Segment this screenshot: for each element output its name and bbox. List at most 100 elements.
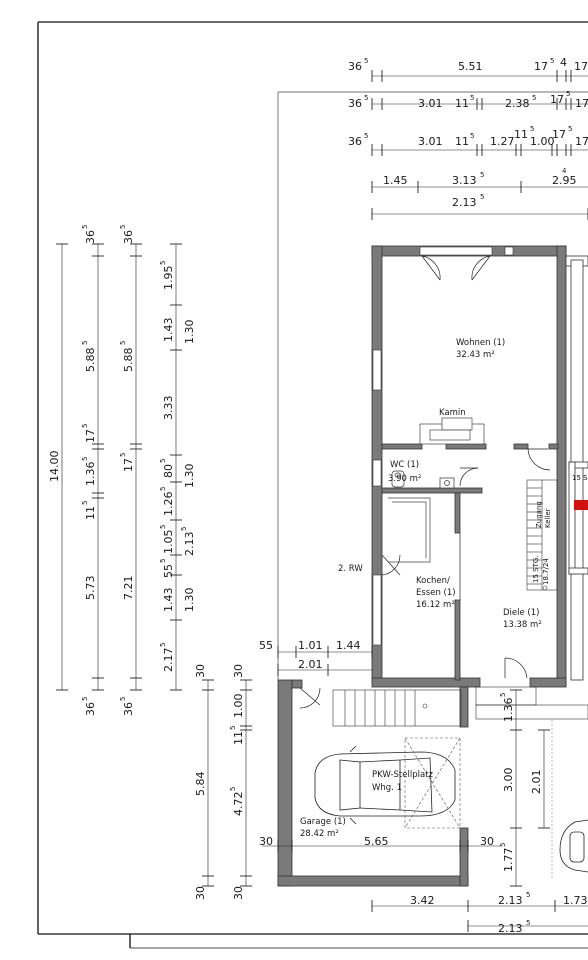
label-pkw-line2: Whg. 1: [372, 783, 402, 793]
dim-top-r3-h: 17: [575, 135, 588, 148]
dim-left-c5-a: 1.30: [183, 320, 196, 345]
kitchen-counter: [388, 497, 431, 563]
dim-top-r2-c-sup: 5: [470, 94, 474, 102]
stair-garage: [332, 689, 462, 727]
car-outline: [314, 745, 456, 825]
dim-top-r5-a: 2.13: [452, 196, 477, 209]
dim-garage-left1-a: 30: [194, 664, 207, 678]
dim-top-r1-b: 5.51: [458, 60, 483, 73]
dim-top-r4-c: 2.95: [552, 174, 577, 187]
dim-mid-c: 1.44: [336, 639, 361, 652]
dim-left-c4-f: 1.05: [162, 530, 175, 555]
dim-garage-left1-c: 30: [194, 886, 207, 900]
car-fragment: [559, 819, 588, 873]
dim-left-c2-f: 5.73: [84, 576, 97, 601]
dim-left-c2-d-sup: 5: [81, 457, 89, 461]
dim-bottom-b: 2.13: [498, 894, 523, 907]
dim-left-c4-i-sup: 5: [159, 643, 167, 647]
stair-main: [526, 479, 558, 591]
room-kochen-area: 16.12 m²: [416, 600, 455, 610]
dim-garage-right2-a: 2.01: [530, 770, 543, 795]
dim-top-r3-e-sup: 5: [530, 125, 534, 133]
property-line: [277, 91, 588, 680]
dim-garage-right1-b: 3.00: [502, 768, 515, 793]
dim-left-c4-f-sup: 5: [159, 525, 167, 529]
dim-top-r2-d-sup: 5: [532, 94, 536, 102]
dim-left-c4-b: 1.43: [162, 318, 175, 343]
dim-left-c4-a: 1.95: [162, 266, 175, 291]
dim-left-c5-c: 2.13: [183, 532, 196, 557]
dim-top-r1-a: 36: [348, 60, 362, 73]
dim-left-c4-c: 3.33: [162, 396, 175, 421]
dim-top-r1-c-sup: 5: [550, 57, 554, 65]
dim-garage-left1-b: 5.84: [194, 772, 207, 797]
dim-garage-left2-b: 1.00: [232, 694, 245, 719]
room-wohnen-name: Wohnen (1): [456, 338, 505, 348]
kamin-fireplace: [419, 417, 485, 445]
dim-left-c2-c: 17: [84, 429, 97, 443]
wc-fixtures: [391, 470, 455, 489]
label-zugang: Zugang: [535, 501, 543, 528]
dim-garage-w-left: 30: [259, 835, 273, 848]
room-garage-area: 28.42 m²: [300, 829, 339, 839]
label-rw: 2. RW: [338, 564, 363, 574]
dim-garage-right1-c-sup: 5: [499, 843, 507, 847]
dim-top-r2-c: 11: [455, 97, 469, 110]
entrance-step: [475, 686, 588, 720]
dim-left-c4-g: 55: [162, 564, 175, 578]
dim-top-r3-f: 1.00: [530, 135, 555, 148]
dim-top-r4-b-sup: 5: [480, 171, 484, 179]
dim-left-c2-e-sup: 5: [81, 501, 89, 505]
dim-top-r1-a-sup: 5: [364, 57, 368, 65]
dim-left-c4-e-sup: 5: [159, 487, 167, 491]
dim-top-r1-c: 17: [534, 60, 548, 73]
dim-garage-left2-a: 30: [232, 664, 245, 678]
dim-left-c3-a: 36: [122, 230, 135, 244]
dim-top-r3-g-sup: 5: [568, 125, 572, 133]
dim-left-c3-a-sup: 5: [119, 225, 127, 229]
dim-left-c4-a-sup: 5: [159, 261, 167, 265]
dim-left-c1-a: 14.00: [48, 451, 61, 483]
dim-garage-right1-a-sup: 5: [499, 693, 507, 697]
dim-left-c2-d: 1.36: [84, 462, 97, 487]
dim-top-r4-b: 3.13: [452, 174, 477, 187]
dim-left-c5-c-sup: 5: [180, 527, 188, 531]
dim-top-r3-c: 11: [455, 135, 469, 148]
dim-garage-right1-c: 1.77: [502, 848, 515, 873]
dim-left-c3-b-sup: 5: [119, 341, 127, 345]
dim-garage-width: 5.65: [364, 835, 389, 848]
room-wc-area: 3.90 m²: [388, 474, 421, 484]
dim-top-r2-e: 17: [550, 93, 564, 106]
room-garage-name: Garage (1): [300, 817, 346, 827]
room-diele-name: Diele (1): [503, 608, 539, 618]
dim-top-r5-a-sup: 5: [480, 193, 484, 201]
dim-mid-a: 55: [259, 639, 273, 652]
dim-top-r1-e: 17: [574, 60, 588, 73]
doors: [299, 255, 551, 709]
room-wohnen-area: 32.43 m²: [456, 350, 495, 360]
dim-garage-right1-a: 1.36: [502, 698, 515, 723]
dim-bottom-b-sup: 5: [526, 891, 530, 899]
dim-left-c3-c: 17: [122, 458, 135, 472]
dim-top-r2-a-sup: 5: [364, 94, 368, 102]
dim-mid-d: 2.01: [298, 658, 323, 671]
dim-top-r3-d: 1.27: [490, 135, 515, 148]
label-pkw-line1: PKW-Stellplatz: [372, 770, 434, 780]
dimension-lines: [56, 70, 588, 932]
dim-top-r3-a: 36: [348, 135, 362, 148]
dim-top-r1-d: 4: [560, 56, 567, 69]
dim-top-r3-g: 17: [552, 128, 566, 141]
dim-garage-left2-c: 11: [232, 731, 245, 745]
dim-left-c4-g-sup: 5: [159, 559, 167, 563]
dim-left-c3-b: 5.88: [122, 348, 135, 373]
sheet-frame: [37, 21, 588, 949]
dim-left-c3-c-sup: 5: [119, 453, 127, 457]
windows: [372, 246, 514, 646]
label-stair-right: 15 S: [572, 474, 588, 482]
dim-left-c4-d: 80: [162, 464, 175, 478]
dim-top-r3-a-sup: 5: [364, 132, 368, 140]
dim-bottom-d: 2.13: [498, 922, 523, 935]
dim-garage-left2-d-sup: 5: [229, 787, 237, 791]
dim-left-c2-a-sup: 5: [81, 225, 89, 229]
